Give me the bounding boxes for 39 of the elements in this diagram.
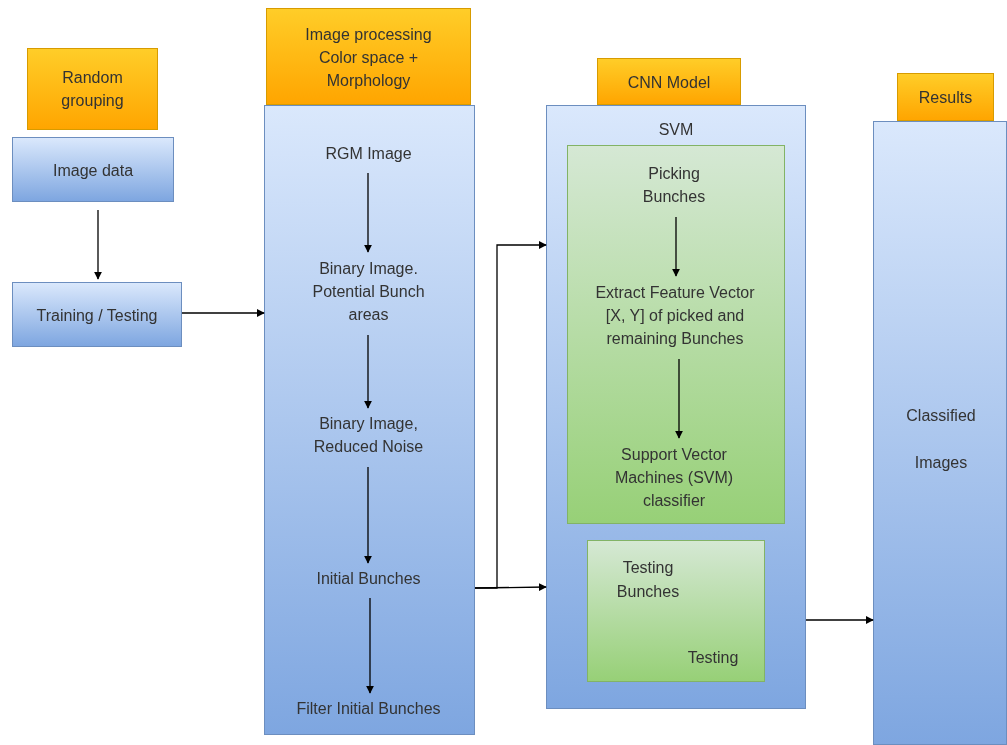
step-label: Binary Image. Potential Bunch areas [311,258,426,325]
header-label: CNN Model [626,72,712,92]
header-label: Image processing Color space + Morphology [304,24,433,91]
arrow [805,616,874,624]
step-label: Extract Feature Vector [X, Y] of picked and remaining Bunches [594,282,756,349]
arrow [474,583,547,592]
arrow [364,466,372,564]
step-label: Testing Bunches [615,558,681,602]
group-box [567,145,785,524]
step-label: Picking Bunches [641,164,707,207]
step-label: Classified Images [905,406,977,473]
header-box [27,48,158,130]
header-label: Results [917,87,974,108]
header-box [597,58,741,105]
panel-title: SVM [657,120,695,140]
step-label: Binary Image, Reduced Noise [312,414,425,457]
panel [546,105,806,709]
arrow [181,309,265,317]
arrow [672,216,680,277]
process-box [12,282,182,347]
step-label: Training / Testing [35,305,159,326]
step-label: Testing [686,648,740,668]
process-box [587,540,765,682]
step-label: Filter Initial Bunches [295,698,442,719]
panel [873,121,1007,745]
step-label: Image data [51,160,135,181]
step-label: Support Vector Machines (SVM) classifier [613,444,735,511]
process-box [12,137,174,202]
arrow [94,209,102,280]
arrow [675,358,683,439]
header-box [897,73,994,121]
arrow [364,334,372,409]
step-label: Initial Bunches [315,568,422,589]
panel [264,105,475,735]
arrow [366,597,374,694]
arrow [364,172,372,253]
header-label: Random grouping [60,68,125,111]
step-label: RGM Image [324,143,413,164]
header-box [266,8,471,105]
